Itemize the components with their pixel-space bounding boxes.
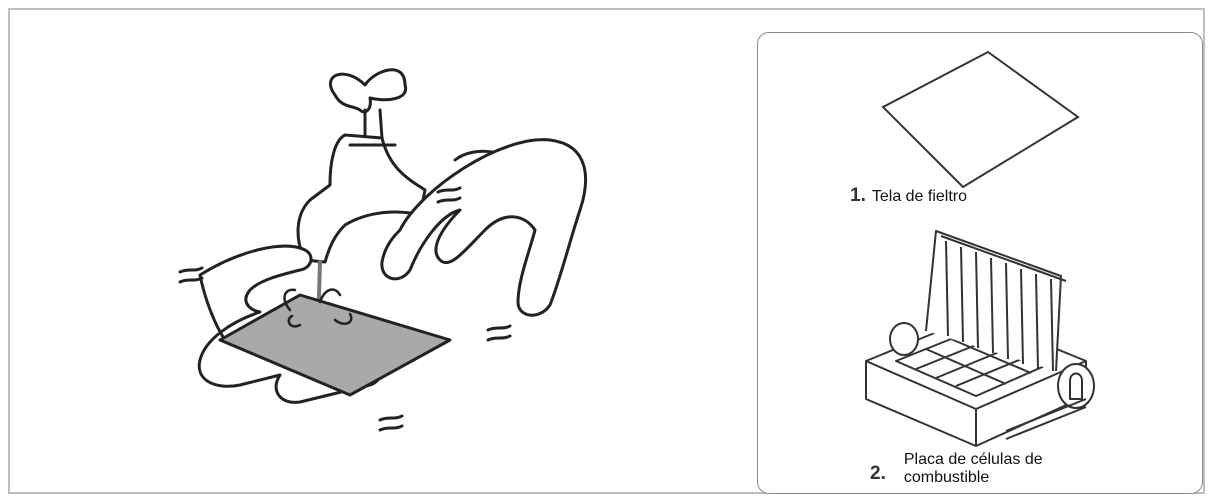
washing-under-tap-icon (120, 40, 660, 460)
item-2-number: 2. (870, 463, 886, 485)
parts-panel: 1. Tela de fieltro 2. Placa de células d… (757, 32, 1203, 494)
fuel-cell-plate-icon (856, 221, 1096, 457)
figure-frame: 1. Tela de fieltro 2. Placa de células d… (8, 8, 1205, 494)
item-2-caption: 2. Placa de células de combustible (870, 451, 1074, 487)
item-1-caption: 1. Tela de fieltro (850, 185, 967, 207)
felt-cloth-icon (868, 47, 1088, 197)
item-2-label: Placa de células de combustible (904, 451, 1074, 487)
item-1-number: 1. (850, 185, 866, 207)
item-1-label: Tela de fieltro (872, 188, 967, 206)
